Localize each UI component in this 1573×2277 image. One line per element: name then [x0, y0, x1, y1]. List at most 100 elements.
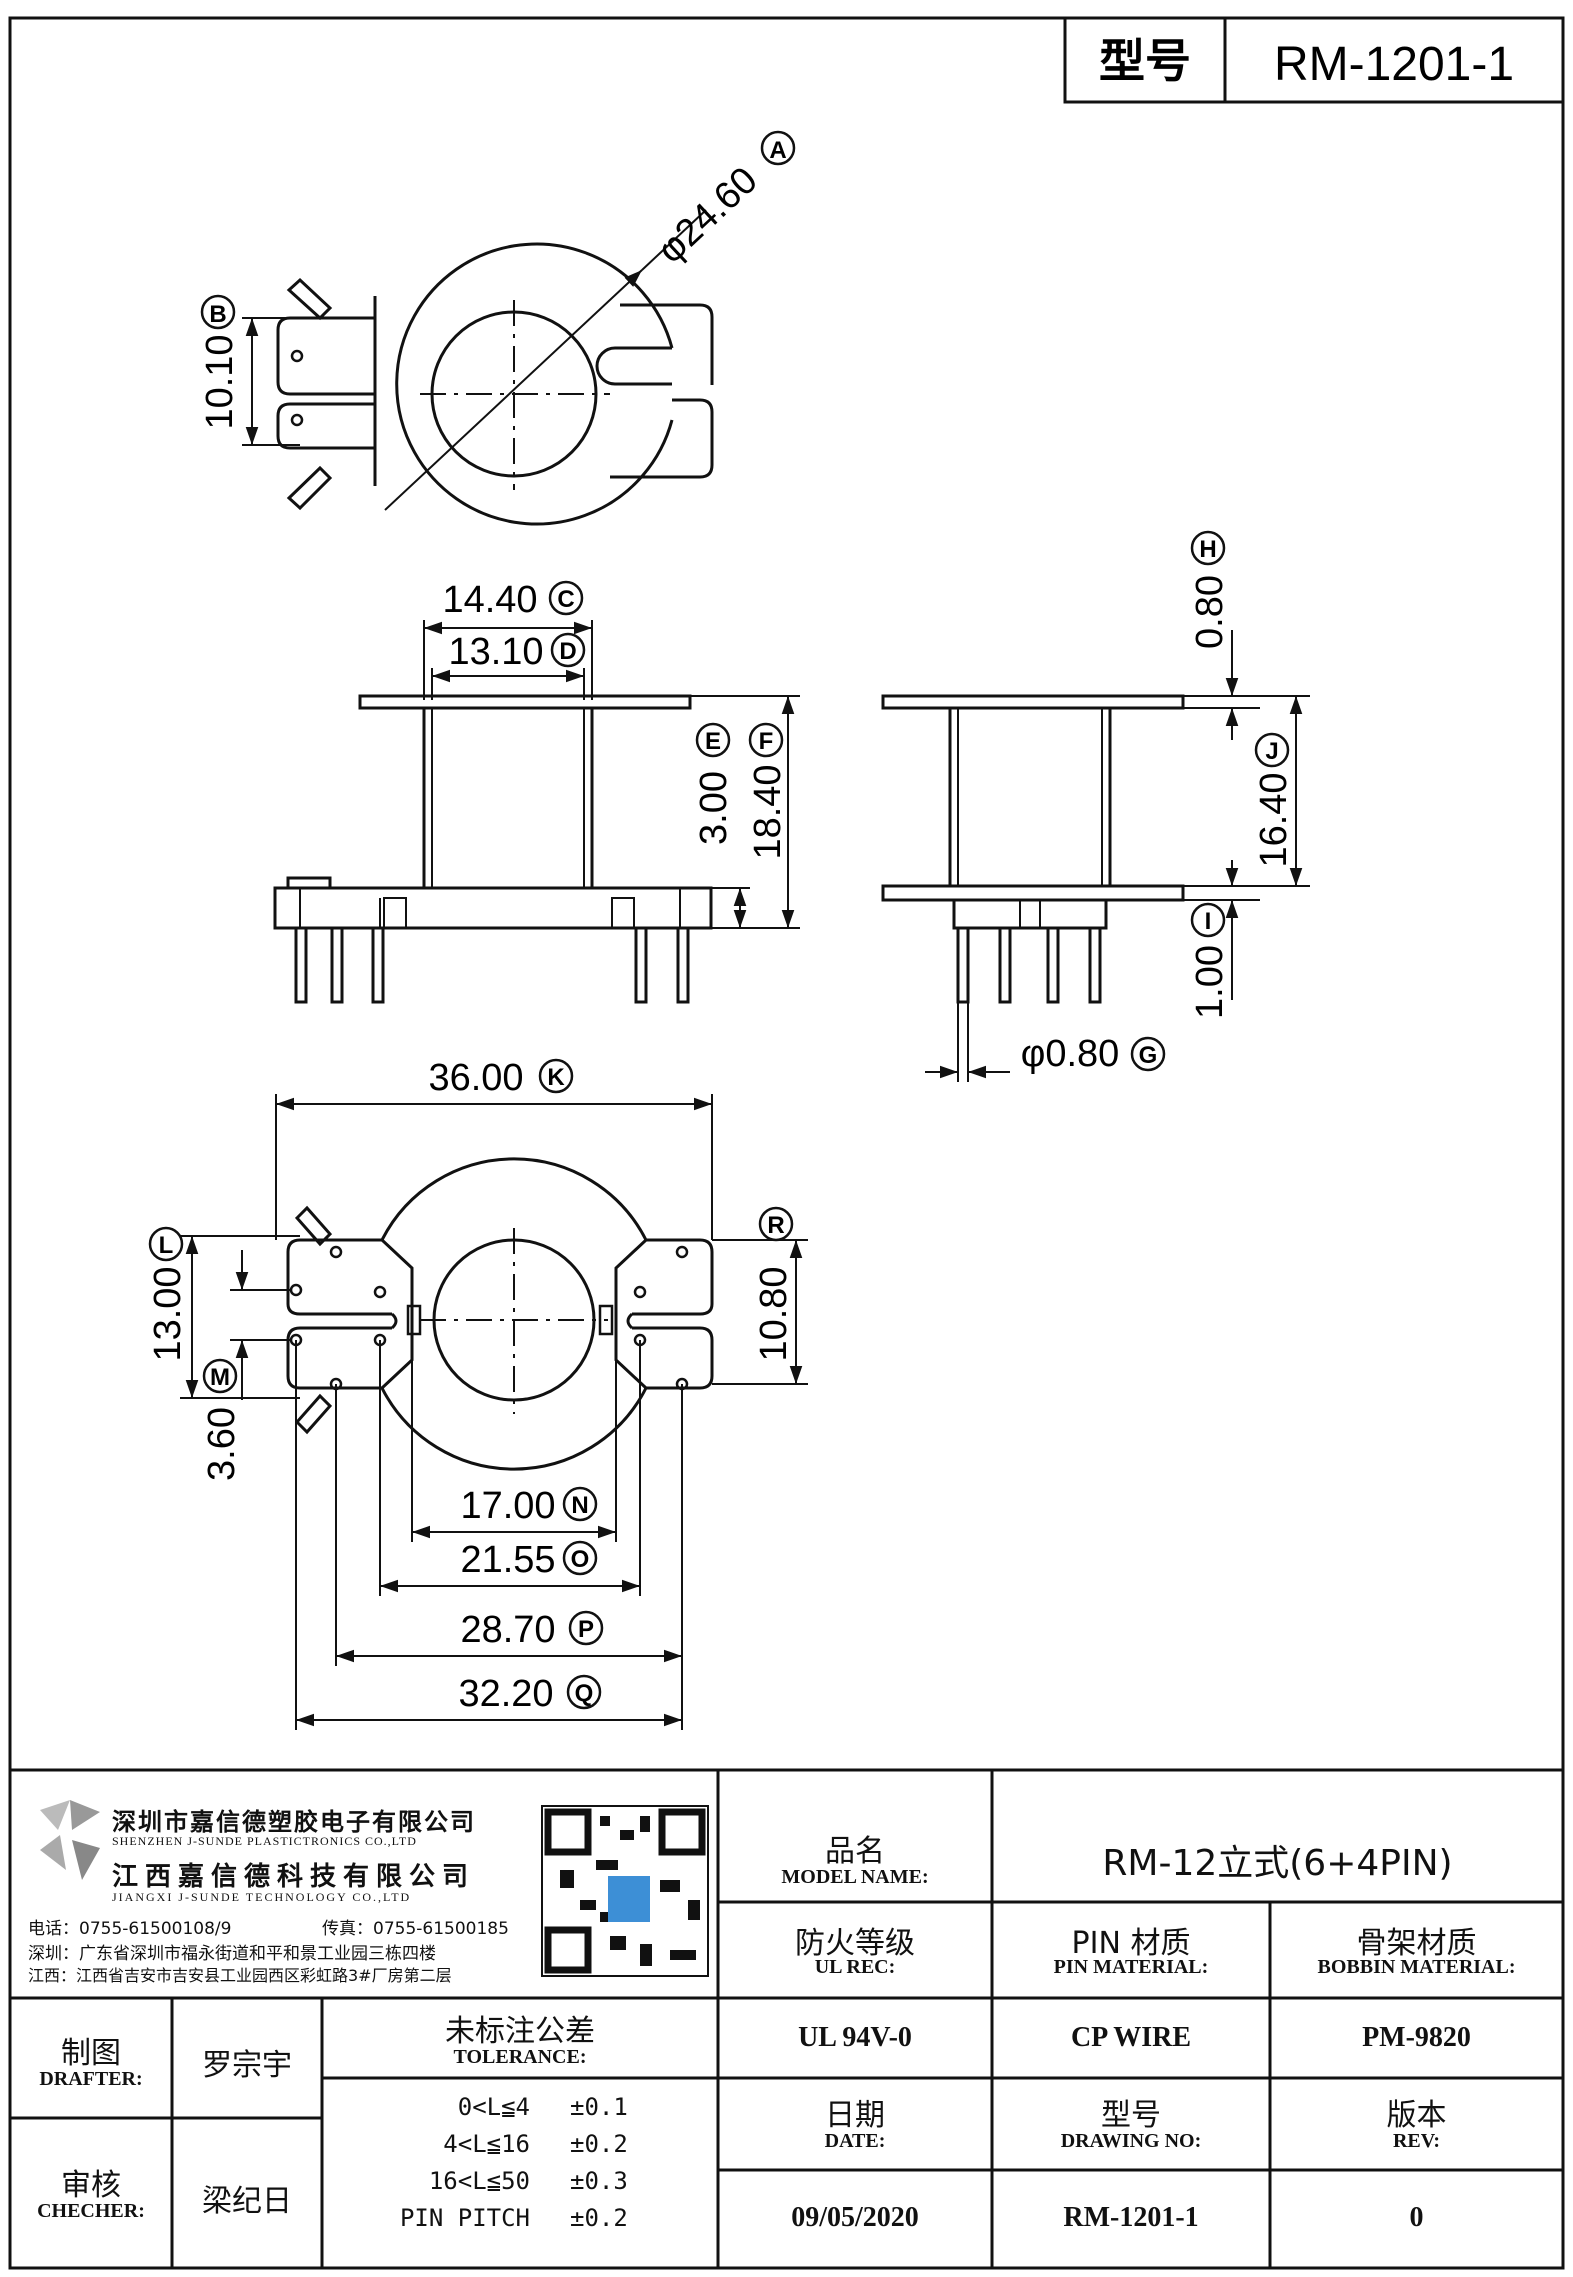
- svg-text:M: M: [210, 1364, 230, 1391]
- top-view: [276, 242, 714, 526]
- side-view-dims: [925, 630, 1310, 1082]
- header-model-box: 型号 RM-1201-1: [1063, 16, 1565, 104]
- pin-material-label-en: PIN MATERIAL:: [1053, 1956, 1209, 1978]
- rev-value: 0: [1409, 2202, 1424, 2233]
- front-view: [273, 694, 713, 1004]
- tolerance-row: 16<L≦50 ±0.3: [340, 2162, 700, 2199]
- tolerance-value: ±0.1: [570, 2092, 628, 2121]
- tag-b: B: [200, 294, 236, 330]
- tolerance-range: PIN PITCH: [399, 2203, 530, 2232]
- dim-j: 16.40: [1253, 772, 1295, 867]
- svg-text:Q: Q: [575, 1680, 594, 1707]
- tolerance-row: PIN PITCH ±0.2: [340, 2199, 700, 2236]
- dim-c: 14.40: [442, 579, 537, 621]
- tag-g: G: [1130, 1036, 1166, 1072]
- tag-j: J: [1254, 732, 1290, 768]
- company-address-2: 江西：江西省吉安市吉安县工业园西区彩虹路3#厂房第二层: [28, 1966, 452, 1985]
- svg-text:G: G: [1139, 1042, 1158, 1069]
- dim-i: 1.00: [1189, 945, 1231, 1019]
- dim-n: 17.00: [460, 1485, 555, 1527]
- model-name-label-cn: 品名: [825, 1834, 885, 1869]
- company-name-en-1: SHENZHEN J-SUNDE PLASTICTRONICS CO.,LTD: [112, 1834, 417, 1848]
- tolerance-value: ±0.3: [570, 2166, 628, 2195]
- dim-k: 36.00: [428, 1057, 523, 1099]
- tag-l: L: [148, 1226, 184, 1262]
- tag-i: I: [1190, 902, 1226, 938]
- tolerance-range: 16<L≦50: [428, 2166, 530, 2195]
- rev-label-cn: 版本: [1386, 2098, 1447, 2133]
- tolerance-value: ±0.2: [570, 2203, 628, 2232]
- model-name-label-en: MODEL NAME:: [781, 1866, 929, 1888]
- company-name-en-2: JIANGXI J-SUNDE TECHNOLOGY CO.,LTD: [112, 1890, 412, 1904]
- svg-text:K: K: [547, 1064, 565, 1091]
- ul-label-en: UL REC:: [814, 1956, 896, 1978]
- date-label-en: DATE:: [824, 2130, 886, 2152]
- drafter-value: 罗宗宇: [202, 2048, 292, 2083]
- tag-d: D: [550, 632, 586, 668]
- dim-width-b: 10.10: [199, 334, 241, 429]
- tag-a: A: [760, 130, 796, 166]
- pin-material-label-cn: PIN 材质: [1071, 1926, 1191, 1961]
- header-model-value: RM-1201-1: [1274, 38, 1514, 91]
- svg-text:C: C: [557, 586, 574, 613]
- tag-p: P: [568, 1610, 604, 1646]
- bobbin-material-label-en: BOBBIN MATERIAL:: [1317, 1956, 1516, 1978]
- tag-m: M: [202, 1358, 238, 1394]
- bobbin-material-value: PM-9820: [1362, 2022, 1471, 2053]
- svg-text:D: D: [559, 638, 576, 665]
- dim-r: 10.80: [753, 1266, 795, 1361]
- bottom-view-dims: [180, 1094, 808, 1730]
- header-model-label: 型号: [1099, 34, 1191, 88]
- svg-text:N: N: [571, 1492, 588, 1519]
- tag-h: H: [1190, 530, 1226, 566]
- drafter-label-cn: 制图: [61, 2036, 121, 2071]
- date-value: 09/05/2020: [791, 2202, 919, 2233]
- dim-m: 3.60: [201, 1407, 243, 1481]
- bottom-view: [286, 1157, 714, 1471]
- model-name-value: RM-12立式(6+4PIN): [1102, 1843, 1453, 1884]
- tolerance-range: 4<L≦16: [443, 2129, 530, 2158]
- bobbin-material-label-cn: 骨架材质: [1356, 1926, 1477, 1961]
- tag-q: Q: [566, 1674, 602, 1710]
- date-label-cn: 日期: [825, 2098, 885, 2133]
- tolerance-row: 4<L≦16 ±0.2: [340, 2125, 700, 2162]
- ul-value: UL 94V-0: [798, 2022, 912, 2053]
- dim-f: 18.40: [747, 764, 789, 859]
- dim-d: 13.10: [448, 631, 543, 673]
- dim-diameter-a: φ24.60: [649, 159, 765, 271]
- company-fax: 传真：0755-61500185: [322, 1919, 509, 1939]
- svg-text:O: O: [571, 1546, 590, 1573]
- drafter-label-en: DRAFTER:: [39, 2068, 143, 2090]
- tolerance-row: 0<L≦4 ±0.1: [340, 2088, 700, 2125]
- drawing-no-label-en: DRAWING NO:: [1060, 2130, 1202, 2152]
- rev-label-en: REV:: [1392, 2130, 1441, 2152]
- title-block-grid: [10, 1768, 1563, 2268]
- svg-text:H: H: [1199, 536, 1216, 563]
- dim-h: 0.80: [1189, 575, 1231, 649]
- sheet-border: [8, 16, 1565, 2270]
- front-view-dims: [423, 620, 800, 929]
- tag-c: C: [548, 580, 584, 616]
- tolerance-label-cn: 未标注公差: [445, 2014, 595, 2049]
- dim-q: 32.20: [458, 1673, 553, 1715]
- drawing-no-label-cn: 型号: [1101, 2098, 1161, 2133]
- dim-p: 28.70: [460, 1609, 555, 1651]
- dim-l: 13.00: [147, 1266, 189, 1361]
- dim-g: φ0.80: [1021, 1033, 1120, 1075]
- side-view: [881, 694, 1185, 1004]
- tolerance-table: 0<L≦4 ±0.1 4<L≦16 ±0.2 16<L≦50 ±0.3 PIN …: [340, 2088, 700, 2236]
- checker-label-en: CHECHER:: [37, 2200, 145, 2222]
- dim-e: 3.00: [693, 771, 735, 845]
- checker-label-cn: 审核: [61, 2168, 121, 2203]
- tag-r: R: [758, 1206, 794, 1242]
- tag-k: K: [538, 1058, 574, 1094]
- top-view-dims: [242, 209, 707, 511]
- svg-text:L: L: [159, 1232, 174, 1259]
- tag-o: O: [562, 1540, 598, 1576]
- tag-n: N: [562, 1486, 598, 1522]
- company-name-cn-2: 江西嘉信德科技有限公司: [112, 1862, 476, 1892]
- svg-text:E: E: [705, 728, 721, 755]
- svg-text:A: A: [769, 137, 786, 164]
- tolerance-range: 0<L≦4: [457, 2092, 530, 2121]
